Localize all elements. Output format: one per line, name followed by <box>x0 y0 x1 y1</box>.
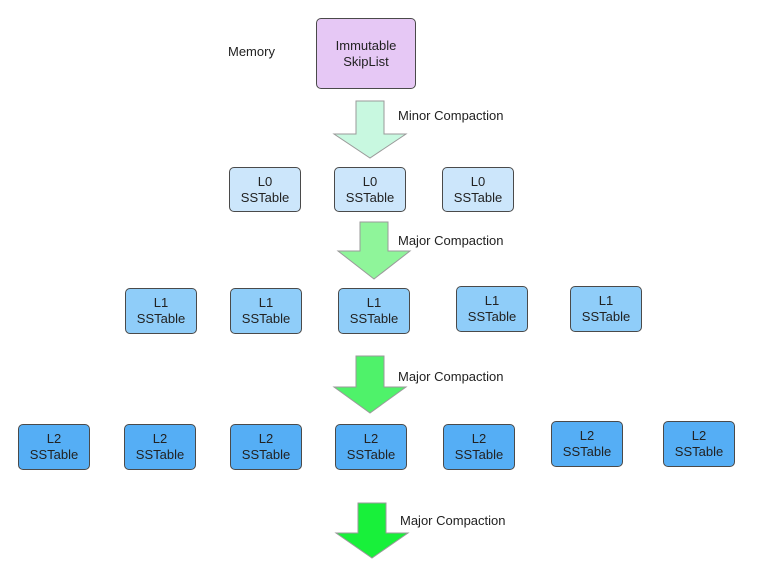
arrow-shape <box>336 221 412 280</box>
l2-sstable-4: L2 SSTable <box>335 424 407 470</box>
l2-sstable-line2: SSTable <box>346 447 396 462</box>
l0-sstable-line1: L0 <box>257 173 273 189</box>
arrow-shape <box>334 502 410 559</box>
immutable-skiplist-box: Immutable SkipList <box>316 18 416 89</box>
major-compaction-label-1: Major Compaction <box>398 233 504 248</box>
l1-sstable-4: L1 SSTable <box>456 286 528 332</box>
l1-sstable-line1: L1 <box>258 295 274 310</box>
major-compaction-arrow-1 <box>336 221 412 280</box>
l1-sstable-line2: SSTable <box>241 311 291 326</box>
major-compaction-label-2: Major Compaction <box>398 369 504 384</box>
l2-sstable-line1: L2 <box>152 431 168 446</box>
l2-sstable-line1: L2 <box>258 431 274 446</box>
l1-sstable-line1: L1 <box>153 295 169 310</box>
l1-sstable-1: L1 SSTable <box>125 288 197 334</box>
l2-sstable-line1: L2 <box>691 428 707 443</box>
l2-sstable-3: L2 SSTable <box>230 424 302 470</box>
arrow-shape <box>332 355 408 414</box>
l1-sstable-line2: SSTable <box>136 311 186 326</box>
l1-sstable-line1: L1 <box>484 293 500 308</box>
l2-sstable-line1: L2 <box>579 428 595 443</box>
l2-sstable-line2: SSTable <box>135 447 185 462</box>
l1-sstable-2: L1 SSTable <box>230 288 302 334</box>
l0-sstable-line2: SSTable <box>453 189 503 205</box>
l2-sstable-7: L2 SSTable <box>663 421 735 467</box>
immutable-skiplist-line2: SkipList <box>343 53 389 69</box>
l0-sstable-2: L0 SSTable <box>334 167 406 212</box>
l2-sstable-line2: SSTable <box>562 444 612 459</box>
l1-sstable-line1: L1 <box>598 293 614 308</box>
l2-sstable-1: L2 SSTable <box>18 424 90 470</box>
major-compaction-arrow-2 <box>332 355 408 414</box>
l1-sstable-line2: SSTable <box>467 309 517 324</box>
l1-sstable-line1: L1 <box>366 295 382 310</box>
l2-sstable-line2: SSTable <box>241 447 291 462</box>
l1-sstable-3: L1 SSTable <box>338 288 410 334</box>
major-compaction-arrow-3 <box>334 502 410 559</box>
minor-compaction-label: Minor Compaction <box>398 108 504 123</box>
l2-sstable-2: L2 SSTable <box>124 424 196 470</box>
l2-sstable-6: L2 SSTable <box>551 421 623 467</box>
l2-sstable-line1: L2 <box>46 431 62 446</box>
minor-compaction-arrow <box>332 100 408 159</box>
l0-sstable-line1: L0 <box>470 173 486 189</box>
l0-sstable-line2: SSTable <box>345 189 395 205</box>
l2-sstable-5: L2 SSTable <box>443 424 515 470</box>
l2-sstable-line2: SSTable <box>29 447 79 462</box>
l0-sstable-1: L0 SSTable <box>229 167 301 212</box>
l2-sstable-line1: L2 <box>471 431 487 446</box>
l1-sstable-5: L1 SSTable <box>570 286 642 332</box>
l2-sstable-line2: SSTable <box>454 447 504 462</box>
arrow-shape <box>332 100 408 159</box>
immutable-skiplist-line1: Immutable <box>335 37 397 53</box>
l1-sstable-line2: SSTable <box>581 309 631 324</box>
l0-sstable-line2: SSTable <box>240 189 290 205</box>
l2-sstable-line2: SSTable <box>674 444 724 459</box>
l2-sstable-line1: L2 <box>363 431 379 446</box>
memory-label: Memory <box>228 44 275 59</box>
l1-sstable-line2: SSTable <box>349 311 399 326</box>
l0-sstable-line1: L0 <box>362 173 378 189</box>
l0-sstable-3: L0 SSTable <box>442 167 514 212</box>
major-compaction-label-3: Major Compaction <box>400 513 506 528</box>
